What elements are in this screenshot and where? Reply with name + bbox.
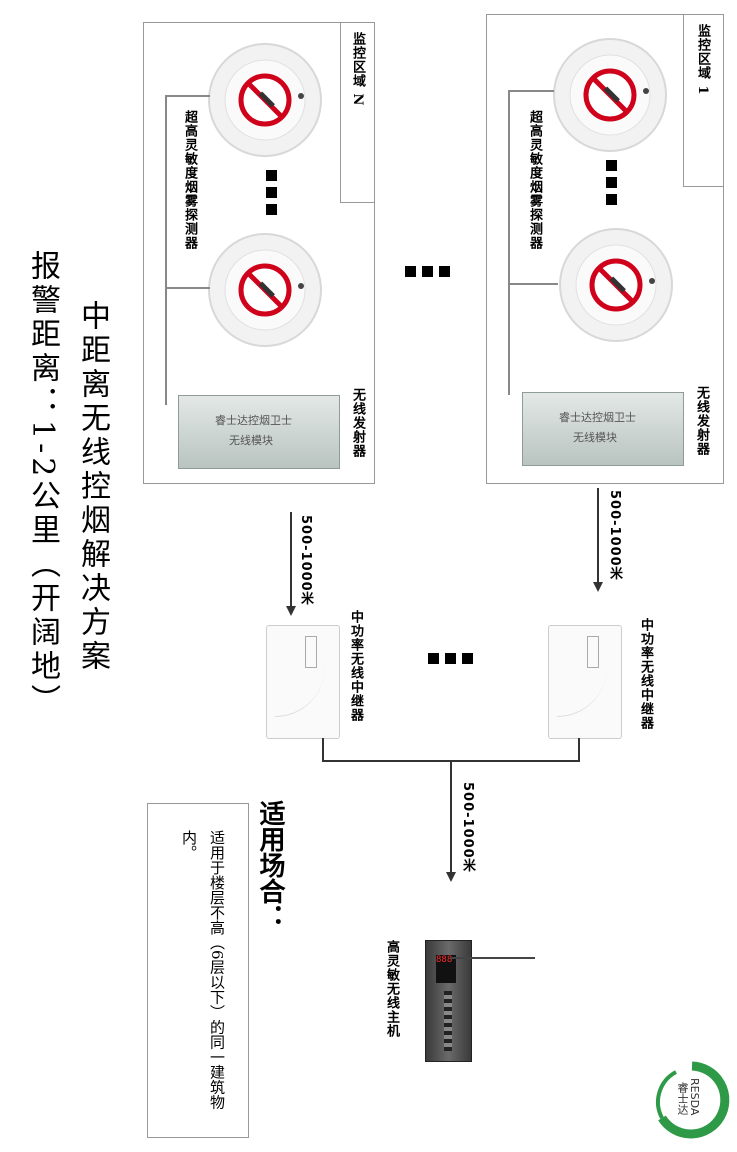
alarm-distance-subtitle: 报警距离：1-2公里（开阔地） (20, 250, 64, 730)
repeater-n (266, 625, 340, 739)
arrow-bus-to-host (450, 760, 452, 875)
zone-n-more-detectors-ellipsis (266, 170, 277, 215)
zone-1-smoke-detector-1 (550, 35, 670, 155)
zone-1-transmitter: 睿士达控烟卫士 无线模块 (522, 392, 684, 466)
zone-n-smoke-detector-2 (205, 230, 325, 350)
zone-1-module-text-2: 无线模块 (573, 429, 617, 445)
zone-n-transmitter-label: 无线发射器 (348, 388, 367, 458)
zone-n-wire (165, 95, 167, 405)
repeater-n-label: 中功率无线中继器 (346, 610, 365, 722)
distance-label-host: 500-1000米 (458, 782, 477, 873)
host-antenna (450, 957, 535, 959)
applicable-text: 适用于楼层不高（6层以下）的同一建筑物内。 (175, 830, 231, 1130)
repeaters-ellipsis (428, 653, 473, 664)
distance-label-zone-n: 500-1000米 (296, 515, 315, 606)
zone-1-more-detectors-ellipsis (606, 160, 617, 205)
zone-n-label: 监控区域 N (348, 32, 367, 106)
zone-1-detector-label: 超高灵敏度烟雾探测器 (525, 110, 544, 250)
zone-n-module-text-2: 无线模块 (229, 432, 273, 448)
zones-ellipsis (405, 266, 450, 277)
distance-label-zone-1: 500-1000米 (605, 490, 624, 581)
zone-1-label: 监控区域 1 (693, 24, 712, 96)
zone-n-smoke-detector-1 (205, 40, 325, 160)
arrow-zone-1-to-repeater (597, 488, 599, 586)
repeater-1 (548, 625, 622, 739)
zone-1-module-text-1: 睿士达控烟卫士 (559, 409, 636, 425)
logo-cn-text: 睿士达 (674, 1082, 690, 1115)
zone-1-wire (508, 90, 510, 395)
applicable-heading: 适用场合： (252, 800, 289, 930)
zone-n-detector-label: 超高灵敏度烟雾探测器 (180, 110, 199, 250)
zone-1-transmitter-label: 无线发射器 (692, 386, 711, 456)
zone-1-smoke-detector-2 (556, 225, 676, 345)
arrow-zone-n-to-repeater (290, 512, 292, 610)
main-title: 中距离无线控烟解决方案 (70, 300, 114, 700)
zone-n-module-text-1: 睿士达控烟卫士 (215, 412, 292, 428)
zone-n-transmitter: 睿士达控烟卫士 无线模块 (178, 395, 340, 469)
host-label: 高灵敏无线主机 (382, 940, 401, 1038)
repeater-1-label: 中功率无线中继器 (636, 618, 655, 730)
